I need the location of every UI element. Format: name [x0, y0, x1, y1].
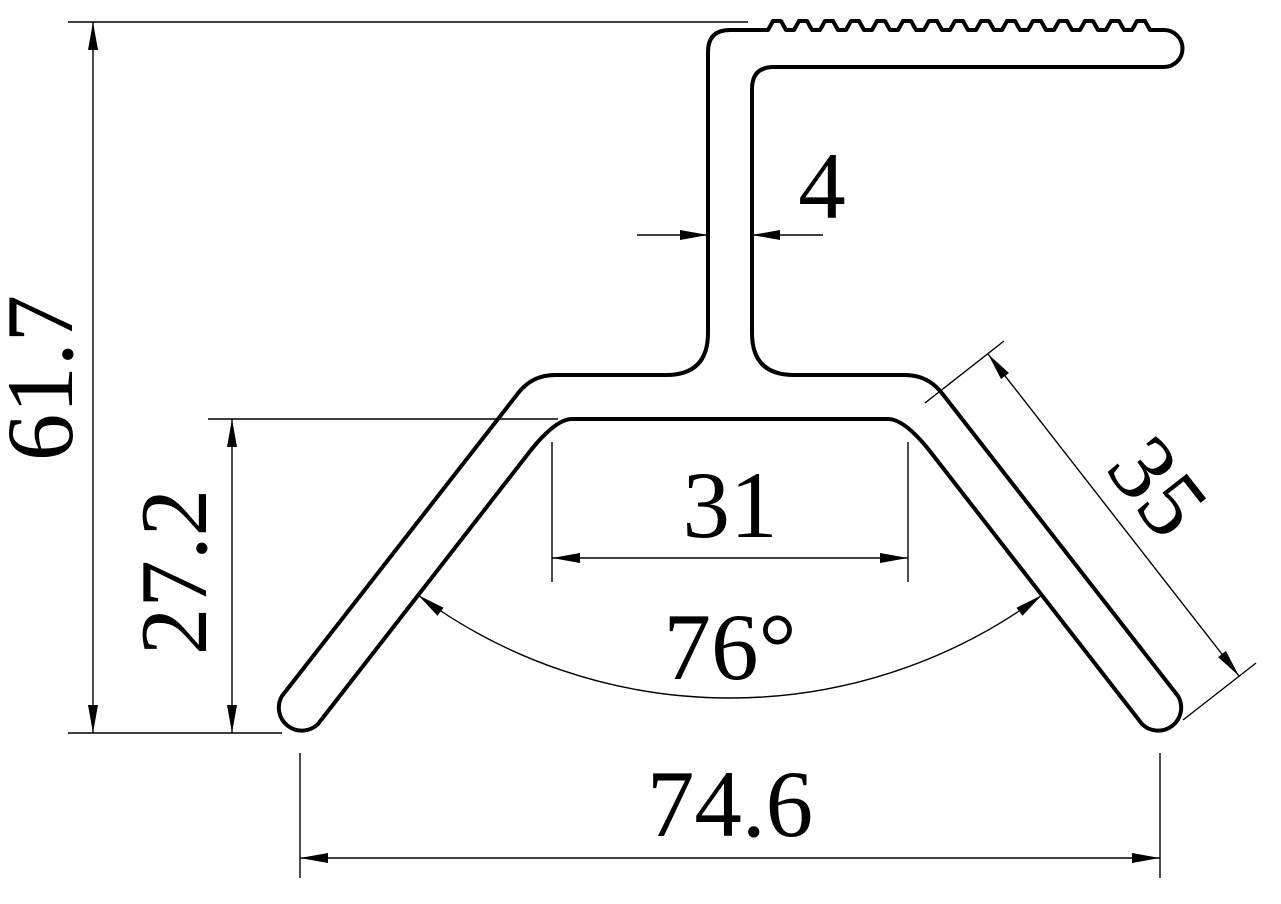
dim-leg-length: 35: [924, 340, 1257, 721]
angle-arc: [417, 594, 1043, 699]
dim-leg-angle: 76°: [417, 594, 1043, 700]
dim-inner-height: 27.2: [121, 418, 558, 733]
arrowhead-left: [418, 595, 444, 616]
dim-inner-width: 31: [551, 442, 909, 582]
arrowhead-right: [1132, 853, 1160, 863]
arrowhead-right: [1016, 595, 1042, 616]
dim-overall-width: 74.6: [299, 751, 1161, 878]
dimension-label-inner-width: 31: [683, 452, 778, 558]
dimension-line: [987, 353, 1240, 677]
arrowhead-up: [88, 22, 98, 50]
arrowhead-up: [227, 419, 237, 447]
arrowhead-up: [988, 354, 1009, 379]
dimension-label-web-thickness: 4: [798, 133, 846, 239]
arrowhead-left: [752, 230, 780, 240]
extension-line-bottom: [1182, 662, 1257, 721]
arrowhead-left: [300, 853, 328, 863]
extension-line-top: [924, 340, 1005, 404]
dimension-label-leg-angle: 76°: [664, 594, 797, 700]
dimension-label-inner-height: 27.2: [121, 489, 227, 655]
arrowhead-down: [88, 705, 98, 733]
arrowhead-left: [552, 553, 580, 563]
dimension-label-overall-width: 74.6: [647, 751, 813, 857]
arrowhead-down: [1218, 650, 1239, 676]
profile-outline: [276, 19, 1185, 733]
dim-web-thickness: 4: [637, 133, 846, 240]
arrowhead-down: [227, 705, 237, 733]
dimension-label-overall-height: 61.7: [0, 295, 93, 461]
dim-overall-height: 61.7: [0, 21, 748, 734]
arrowhead-right: [880, 553, 908, 563]
dimension-label-leg-length: 35: [1087, 416, 1229, 556]
arrowhead-right: [680, 230, 708, 240]
